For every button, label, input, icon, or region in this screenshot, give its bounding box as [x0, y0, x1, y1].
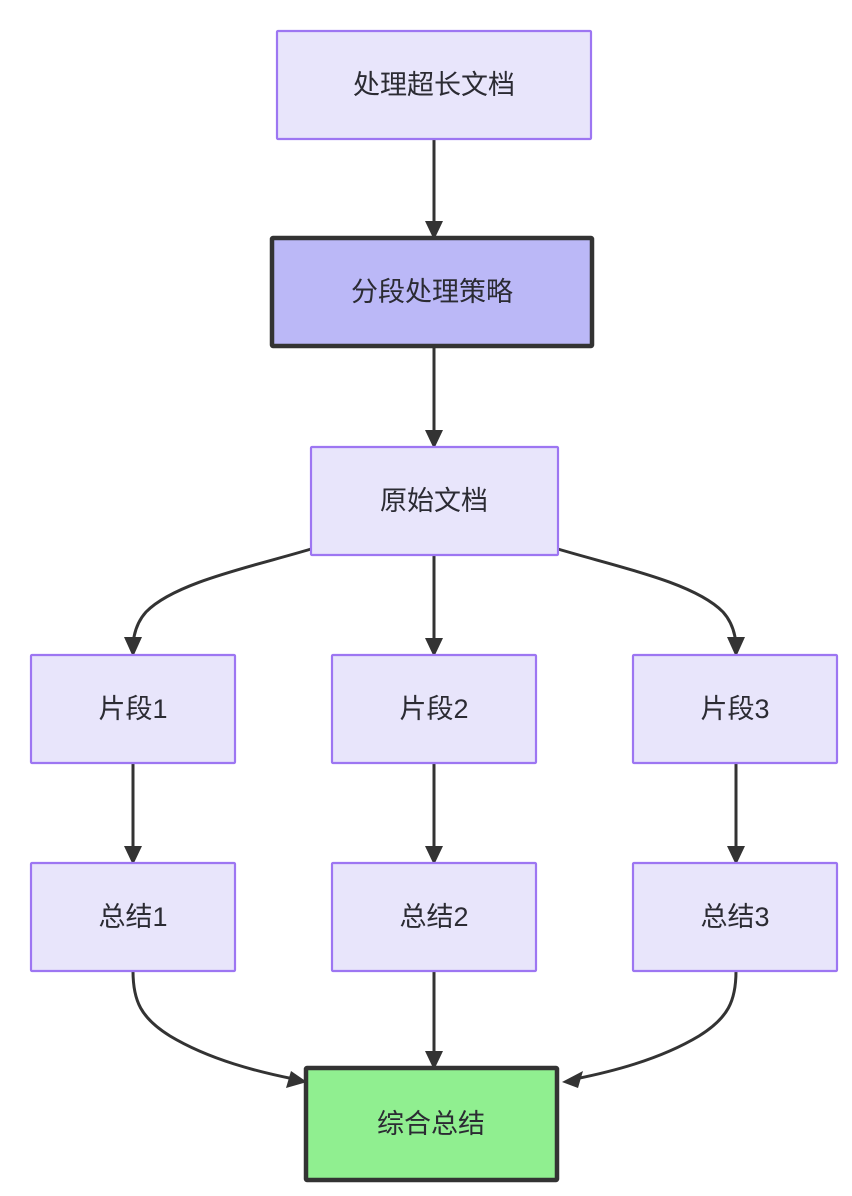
edge-source-to-fragment2 [425, 555, 443, 657]
node-label: 片段2 [399, 694, 468, 724]
arrow-head-icon [425, 846, 443, 865]
edge-fragment2-to-summary2 [425, 763, 443, 865]
arrow-head-icon [425, 430, 443, 449]
node-segmented-strategy[interactable]: 分段处理策略 [269, 235, 595, 349]
node-label: 总结3 [700, 902, 769, 932]
edge-fragment1-to-summary1 [124, 763, 142, 865]
node-process-long-document[interactable]: 处理超长文档 [275, 29, 593, 141]
arrow-head-icon [425, 638, 443, 657]
node-summary-1[interactable]: 总结1 [29, 861, 237, 973]
arrow-head-icon [124, 846, 142, 865]
arrow-head-icon [286, 1071, 307, 1088]
node-box[interactable] [330, 653, 538, 765]
node-fragment-3[interactable]: 片段3 [631, 653, 839, 765]
node-box[interactable] [303, 1065, 560, 1183]
edge-fragment3-to-summary3 [727, 763, 745, 865]
edge-source-to-fragment1 [124, 547, 312, 657]
node-label: 处理超长文档 [353, 70, 515, 100]
node-label: 原始文档 [380, 486, 488, 516]
node-summary-2[interactable]: 总结2 [330, 861, 538, 973]
node-layer: 处理超长文档 分段处理策略 原始文档 片段1 片段2 片段3 [29, 29, 839, 1183]
arrow-head-icon [425, 221, 443, 240]
edge-summary3-to-final [562, 970, 738, 1088]
node-label: 片段3 [700, 694, 769, 724]
arrow-head-icon [727, 846, 745, 865]
node-box[interactable] [269, 235, 595, 349]
arrow-head-icon [727, 637, 745, 657]
edge-summary2-to-final [425, 971, 443, 1070]
node-final-summary[interactable]: 综合总结 [303, 1065, 560, 1183]
edge-strategy-to-source [425, 346, 443, 449]
node-box[interactable] [309, 445, 560, 557]
edge-process-to-strategy [425, 139, 443, 240]
arrow-head-icon [425, 1051, 443, 1070]
node-box[interactable] [631, 653, 839, 765]
edge-layer [124, 139, 745, 1088]
node-label: 分段处理策略 [351, 277, 513, 307]
node-label: 总结1 [98, 902, 167, 932]
node-fragment-1[interactable]: 片段1 [29, 653, 237, 765]
node-source-document[interactable]: 原始文档 [309, 445, 560, 557]
node-box[interactable] [29, 861, 237, 973]
node-label: 综合总结 [377, 1109, 485, 1139]
node-box[interactable] [631, 861, 839, 973]
node-box[interactable] [29, 653, 237, 765]
node-label: 总结2 [399, 902, 468, 932]
edge-summary1-to-final [131, 970, 307, 1088]
node-summary-3[interactable]: 总结3 [631, 861, 839, 973]
edge-source-to-fragment3 [557, 547, 745, 657]
node-box[interactable] [330, 861, 538, 973]
arrow-head-icon [124, 637, 142, 657]
node-fragment-2[interactable]: 片段2 [330, 653, 538, 765]
node-box[interactable] [275, 29, 593, 141]
arrow-head-icon [562, 1071, 583, 1088]
node-label: 片段1 [98, 694, 167, 724]
